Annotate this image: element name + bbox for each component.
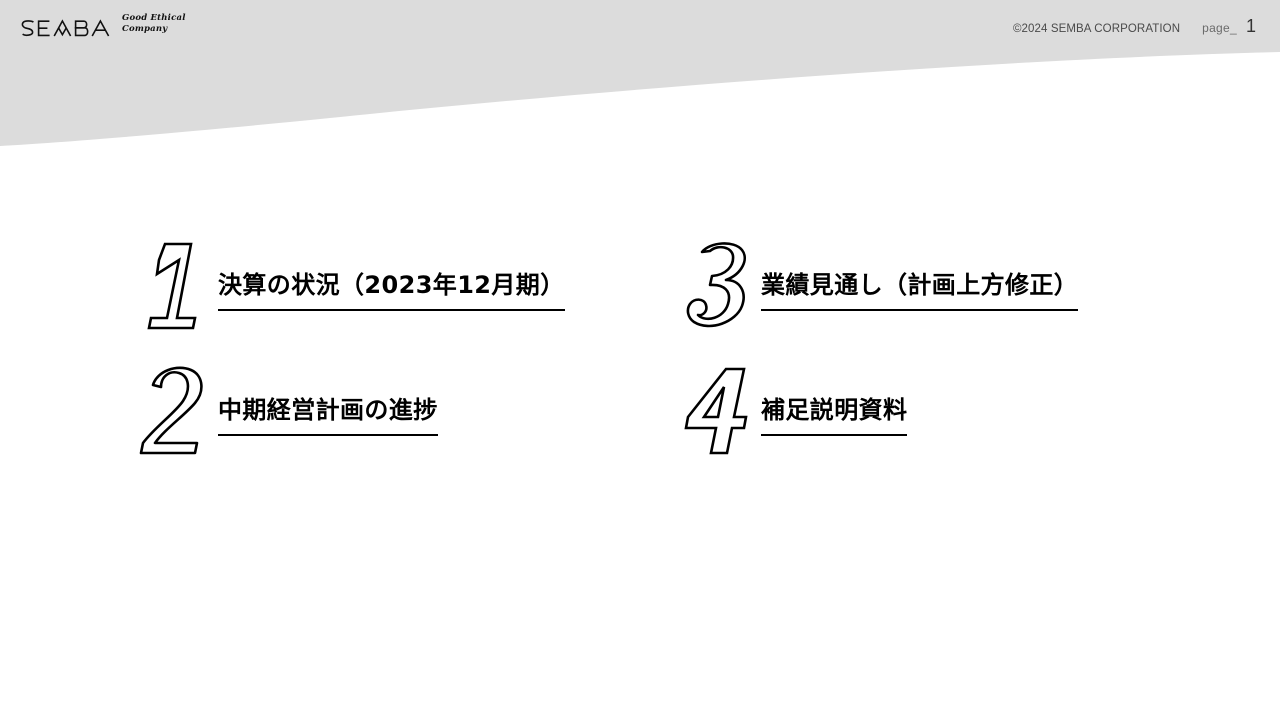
- outline-numeral-3-icon: [675, 236, 761, 334]
- header-meta: ©2024 SEMBA CORPORATION page_ 1: [1013, 17, 1256, 35]
- copyright-text: ©2024 SEMBA CORPORATION: [1012, 23, 1181, 35]
- outline-numeral-4-icon: [675, 361, 761, 459]
- agenda-item-3-title: 業績見通し（計画上方修正）: [761, 271, 1079, 299]
- outline-numeral-1-icon: [132, 236, 218, 334]
- page-indicator: page_ 1: [1202, 17, 1256, 35]
- agenda-item-2-body: 中期経営計画の進捗: [218, 361, 438, 436]
- agenda-item-2[interactable]: 中期経営計画の進捗: [132, 361, 675, 486]
- agenda-item-4[interactable]: 補足説明資料: [675, 361, 1218, 486]
- brand-lockup: Good Ethical Company: [20, 13, 186, 38]
- agenda-item-1-title: 決算の状況（2023年12月期）: [218, 271, 565, 299]
- outline-numeral-2-icon: [132, 361, 218, 459]
- agenda-item-1-underline: [218, 308, 565, 311]
- semba-logo-icon: [21, 18, 110, 37]
- agenda-item-3-underline: [761, 308, 1079, 311]
- agenda-item-3[interactable]: 業績見通し（計画上方修正）: [675, 236, 1218, 361]
- agenda-item-4-title: 補足説明資料: [761, 396, 908, 424]
- brand-tagline: Good Ethical Company: [122, 13, 186, 34]
- agenda-item-2-underline: [218, 433, 438, 436]
- agenda-item-4-underline: [761, 433, 908, 436]
- agenda-item-1[interactable]: 決算の状況（2023年12月期）: [132, 236, 675, 361]
- agenda-item-2-title: 中期経営計画の進捗: [218, 396, 438, 424]
- agenda-item-1-body: 決算の状況（2023年12月期）: [218, 236, 565, 311]
- page-number: 1: [1245, 16, 1256, 36]
- page-label: page_: [1202, 21, 1237, 35]
- agenda-list: 決算の状況（2023年12月期） 業績見通し（計画上方修正）: [0, 236, 1280, 486]
- slide-header: Good Ethical Company ©2024 SEMBA CORPORA…: [0, 0, 1280, 52]
- agenda-item-3-body: 業績見通し（計画上方修正）: [761, 236, 1079, 311]
- agenda-item-4-body: 補足説明資料: [761, 361, 908, 436]
